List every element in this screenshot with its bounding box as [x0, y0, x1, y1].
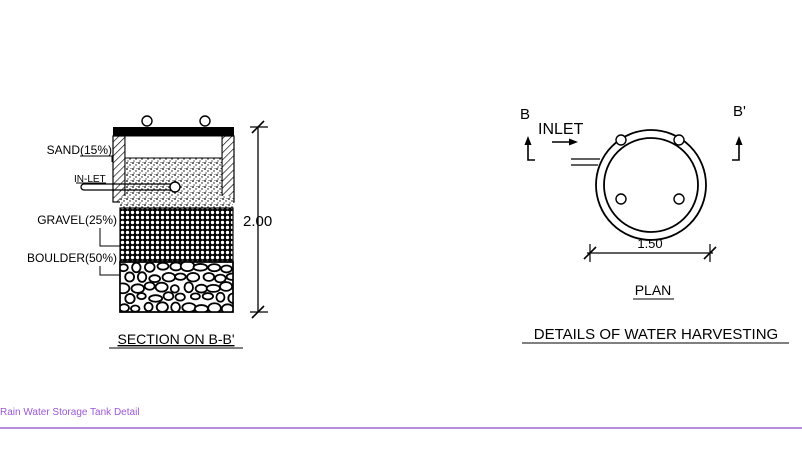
boulder-stone	[220, 303, 233, 312]
boulder-stone	[205, 283, 221, 293]
boulder-stone	[219, 281, 233, 292]
gravel-leader	[99, 228, 120, 247]
boulder-stones	[120, 262, 233, 312]
plan-inlet-label: INLET	[538, 121, 584, 138]
boulder-stone	[170, 301, 181, 312]
boulder-stone	[143, 301, 154, 312]
boulder-stone	[130, 304, 141, 312]
height-dim-value: 2.00	[243, 213, 272, 230]
boulder-stone	[120, 282, 131, 295]
boulder-stone	[156, 262, 170, 271]
boulder-label: BOULDER(50%)	[27, 251, 117, 265]
boulder-stone	[136, 292, 147, 301]
boulder-stone	[144, 262, 156, 273]
boulder-stone	[130, 283, 145, 294]
section-title: SECTION ON B-B'	[117, 331, 234, 347]
boulder-stone	[227, 292, 233, 304]
boulder-stone	[143, 281, 156, 291]
section-marker-right-line	[732, 141, 740, 161]
height-dim-tick-top	[251, 120, 265, 134]
footer-rule	[0, 427, 802, 429]
boulder-stone	[155, 301, 169, 312]
gravel-layer	[119, 207, 234, 263]
right-wall	[221, 135, 235, 203]
lifting-hook-right	[199, 115, 211, 127]
boulder-stone	[207, 302, 222, 312]
plan-hook-2	[673, 134, 685, 146]
sand-layer	[124, 157, 223, 203]
boulder-stone	[201, 292, 214, 301]
boulder-stone	[183, 281, 194, 294]
boulder-stone	[136, 271, 148, 283]
plan-view: INLET B B' 1.50 PLAN DETAILS OF WATER HA…	[520, 103, 789, 344]
boulder-stone	[181, 302, 197, 312]
height-dim-tick-bottom	[251, 305, 265, 319]
boulder-stone	[192, 263, 209, 272]
plan-hook-1	[615, 134, 627, 146]
boulder-stone	[207, 263, 222, 273]
boulder-stone	[148, 294, 164, 303]
plan-hook-4	[673, 193, 685, 205]
boulder-stone	[162, 291, 175, 302]
section-view: SAND(15%) IN-LET GRAVEL(25%) BOULDER(50%…	[27, 115, 272, 349]
sand-leader	[80, 155, 113, 162]
inlet-label: IN-LET	[74, 174, 106, 185]
diameter-dim-tick-right	[703, 246, 717, 260]
gravel-label: GRAVEL(25%)	[37, 213, 117, 227]
boulder-stone	[202, 272, 216, 282]
footer-caption: Rain Water Storage Tank Detail	[0, 407, 140, 418]
inlet-outlet-ring	[169, 181, 181, 193]
cover-slab	[113, 127, 234, 136]
boulder-stone	[215, 291, 226, 303]
boulder-stone	[124, 271, 136, 283]
boulder-stone	[161, 271, 176, 283]
boulder-stone	[169, 284, 180, 294]
diameter-dim-value: 1.50	[637, 236, 662, 251]
tank-inner-wall	[603, 137, 699, 233]
boulder-stone	[124, 293, 136, 305]
sand-label: SAND(15%)	[47, 143, 112, 157]
section-marker-left: B	[520, 106, 530, 123]
boulder-stone	[131, 262, 142, 274]
lifting-hook-left	[141, 115, 153, 127]
sand-layer-lower	[120, 196, 233, 208]
plan-title: PLAN	[635, 282, 672, 298]
section-marker-left-line	[527, 141, 535, 161]
main-title: DETAILS OF WATER HARVESTING	[534, 326, 778, 343]
boulder-stone	[174, 272, 187, 281]
boulder-stone	[120, 263, 129, 273]
boulder-stone	[186, 272, 201, 283]
boulder-stone	[214, 273, 227, 284]
boulder-stone	[154, 281, 169, 293]
plan-hook-3	[615, 193, 627, 205]
left-wall	[112, 135, 126, 203]
boulder-stone	[189, 292, 201, 301]
boulder-stone	[174, 292, 186, 302]
air-space	[124, 135, 223, 159]
section-marker-right: B'	[733, 103, 746, 120]
boulder-stone	[148, 274, 162, 284]
inlet-arrow-head	[569, 138, 578, 146]
boulder-stone	[220, 264, 233, 274]
diameter-dim-tick-left	[583, 246, 597, 260]
boulder-stone	[194, 283, 209, 294]
boulder-leader	[99, 266, 120, 276]
